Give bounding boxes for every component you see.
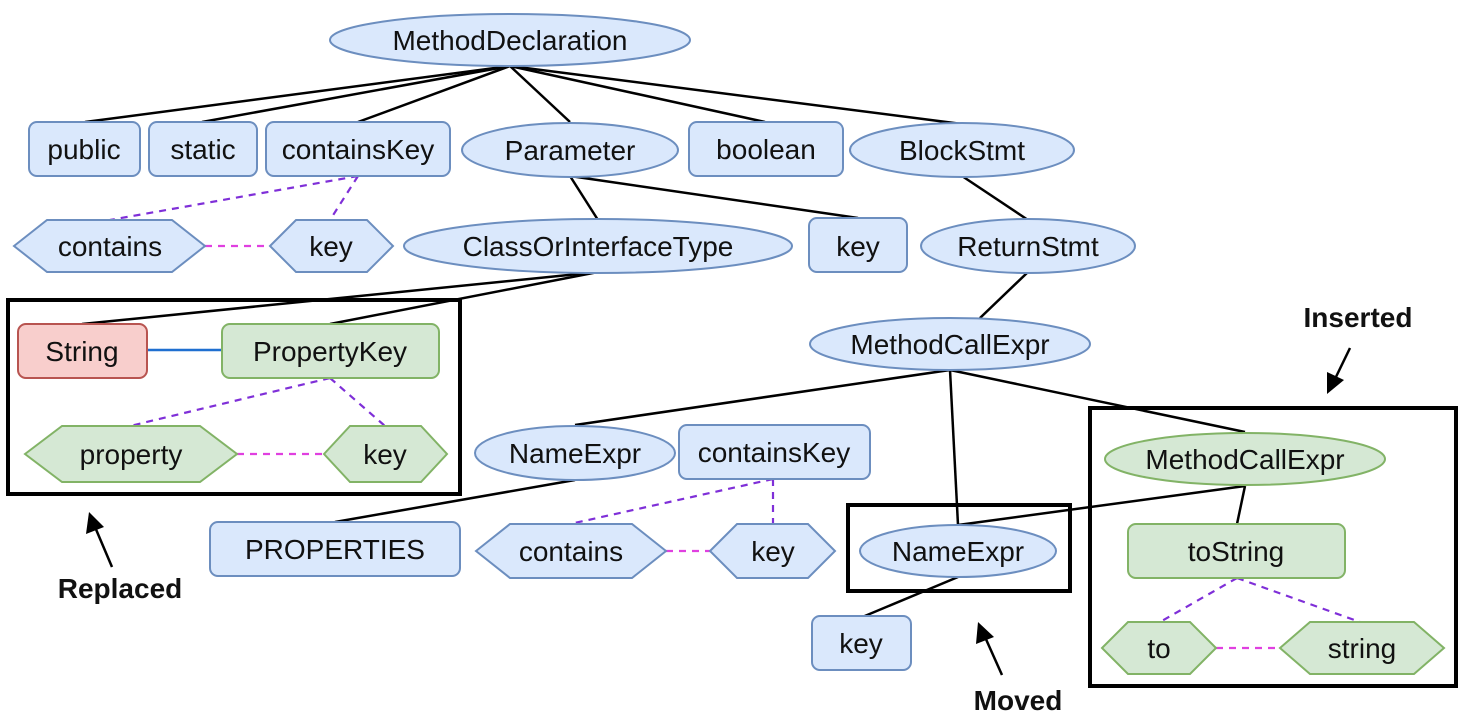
dash-containskeycall-contains: [569, 477, 774, 526]
node-label: NameExpr: [509, 438, 641, 469]
node-property-key-type: PropertyKey: [221, 323, 440, 379]
node-label: containsKey: [698, 437, 851, 468]
replaced-box: [6, 298, 462, 496]
dash-tostring-string: [1236, 576, 1361, 624]
annotation-moved: Moved: [974, 622, 1063, 716]
dash-containskey-key: [329, 175, 359, 221]
node-return-stmt: ReturnStmt: [920, 218, 1136, 274]
dash-propertykey-property: [129, 376, 331, 428]
node-label: MethodCallExpr: [1145, 444, 1344, 475]
edge-inserted-methodcall-moved-nameexpr: [957, 484, 1246, 527]
node-label: key: [751, 536, 795, 567]
node-label: to: [1147, 633, 1170, 664]
node-property-key-token: key: [322, 425, 449, 483]
inserted-label: Inserted: [1304, 302, 1413, 333]
node-label: string: [1328, 633, 1396, 664]
node-label: key: [839, 628, 883, 659]
node-to-token: to: [1100, 621, 1218, 675]
node-label: property: [80, 439, 183, 470]
node-method-declaration: MethodDeclaration: [329, 13, 691, 67]
edge-moved-nameexpr-key: [859, 575, 959, 620]
node-label: ReturnStmt: [957, 231, 1099, 262]
node-public: public: [28, 121, 141, 177]
node-moved-name-expr: NameExpr: [859, 524, 1057, 578]
inserted-arrowhead: [1327, 372, 1344, 394]
node-static: static: [148, 121, 258, 177]
node-label: key: [363, 439, 407, 470]
moved-box: [846, 503, 1072, 593]
node-label: NameExpr: [892, 536, 1024, 567]
inserted-box: [1088, 406, 1458, 688]
edge-inserted-methodcall-tostring: [1235, 485, 1247, 525]
node-string-type: String: [17, 323, 148, 379]
annotation-replaced: Replaced: [58, 512, 183, 604]
node-string-token: string: [1278, 621, 1446, 675]
edge-methoddecl-static: [201, 64, 511, 124]
inserted-arrow: [1332, 347, 1352, 382]
node-boolean: boolean: [688, 121, 844, 177]
dash-propertykey-key: [329, 377, 386, 427]
dash-containskey-contains: [109, 174, 359, 222]
edge-returnstmt-methodcall: [979, 271, 1029, 319]
node-call-contains-token: contains: [474, 523, 668, 579]
node-method-call-expr: MethodCallExpr: [809, 317, 1091, 371]
edge-parameter-key: [569, 174, 859, 220]
node-key-token: key: [268, 219, 395, 273]
node-label: Parameter: [505, 135, 636, 166]
node-label: public: [47, 134, 120, 165]
node-to-string-name: toString: [1127, 523, 1346, 579]
edge-methodcall-nameexpr: [574, 368, 951, 427]
node-label: containsKey: [282, 134, 435, 165]
node-property-token: property: [23, 425, 239, 483]
edge-methoddecl-boolean: [509, 64, 766, 124]
tree-edges: [81, 64, 1247, 620]
edge-methoddecl-blockstmt: [509, 64, 963, 126]
node-label: MethodCallExpr: [850, 329, 1049, 360]
token-links: [109, 174, 1361, 650]
node-label: contains: [519, 536, 623, 567]
node-label: PROPERTIES: [245, 534, 425, 565]
node-label: key: [309, 231, 353, 262]
dash-tostring-to: [1159, 577, 1238, 623]
replaced-label: Replaced: [58, 573, 183, 604]
edge-methoddecl-parameter: [509, 65, 571, 123]
edge-parameter-classtype: [568, 175, 600, 221]
edge-blockstmt-returnstmt: [961, 174, 1029, 222]
node-label: key: [836, 231, 880, 262]
node-label: contains: [58, 231, 162, 262]
edge-methoddecl-containskey: [357, 64, 511, 124]
edge-methodcall-inserted-methodcall: [949, 368, 1246, 434]
node-inserted-method-call-expr: MethodCallExpr: [1104, 432, 1386, 486]
node-label: static: [170, 134, 235, 165]
node-label: boolean: [716, 134, 816, 165]
node-contains-key-call: containsKey: [678, 424, 871, 480]
node-arg-key: key: [811, 615, 912, 671]
node-properties-name: PROPERTIES: [209, 521, 461, 577]
node-block-stmt: BlockStmt: [849, 122, 1075, 178]
edge-methoddecl-public: [84, 64, 511, 124]
node-param-key: key: [808, 217, 908, 273]
edge-classtype-propertykey: [329, 270, 599, 326]
node-label: toString: [1188, 536, 1285, 567]
replaced-arrowhead: [86, 512, 104, 534]
node-contains-token: contains: [12, 219, 207, 273]
node-class-or-interface-type: ClassOrInterfaceType: [403, 218, 793, 274]
node-contains-key-name: containsKey: [265, 121, 451, 177]
annotation-inserted: Inserted: [1304, 302, 1413, 394]
node-label: BlockStmt: [899, 135, 1025, 166]
node-name-expr-left: NameExpr: [474, 425, 676, 481]
replaced-arrow: [93, 526, 114, 568]
node-label: String: [45, 336, 118, 367]
node-label: MethodDeclaration: [392, 25, 627, 56]
moved-arrow: [983, 636, 1004, 676]
node-parameter: Parameter: [461, 122, 679, 178]
edge-methodcall-moved-nameexpr: [948, 369, 960, 526]
node-label: ClassOrInterfaceType: [463, 231, 734, 262]
edge-nameexpr-properties: [334, 478, 576, 524]
node-call-key-token: key: [708, 523, 837, 579]
moved-arrowhead: [976, 622, 994, 644]
node-label: PropertyKey: [253, 336, 407, 367]
moved-label: Moved: [974, 685, 1063, 716]
